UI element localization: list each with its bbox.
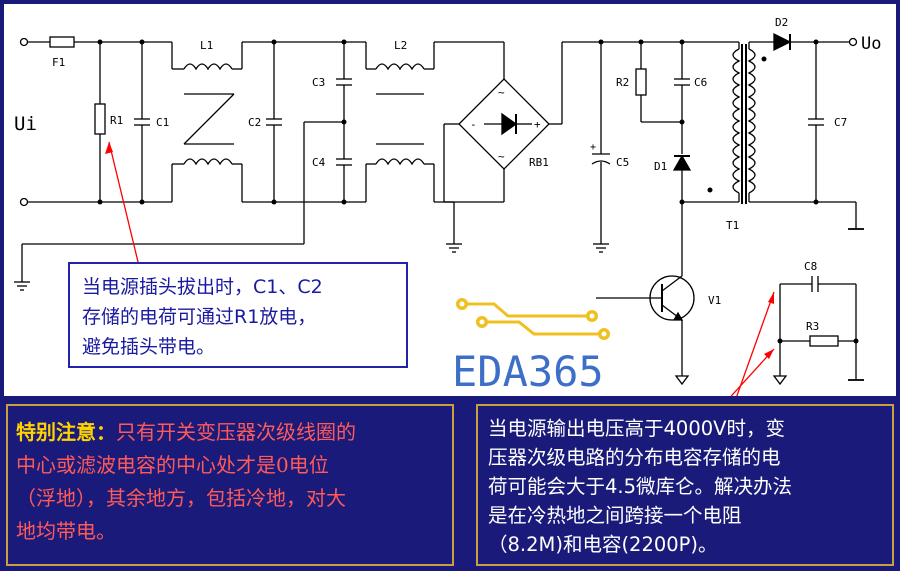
callout-line-3: 避免插头带电。	[82, 336, 216, 358]
label-rb-minus: -	[470, 118, 477, 131]
special-note-line-2: 中心或滤波电容的中心处才是0电位	[16, 453, 329, 477]
rb1-bridge	[458, 78, 550, 170]
hv-note-line-4: 是在冷热地之间跨接一个电阻	[488, 504, 742, 527]
label-r2: R2	[616, 76, 629, 89]
hv-note-line-3: 荷可能会大于4.5微库仑。解决办法	[488, 475, 793, 498]
label-c8: C8	[804, 260, 817, 273]
eda365-logo-text: EDA365	[452, 347, 604, 396]
label-v1: V1	[708, 294, 721, 307]
label-r1: R1	[110, 114, 123, 127]
label-ui: Ui	[14, 113, 37, 135]
label-c3: C3	[312, 76, 325, 89]
l2-top-coil	[375, 63, 425, 71]
label-c4: C4	[312, 156, 326, 169]
c8-pointer-arrow	[723, 348, 775, 405]
label-c7: C7	[834, 116, 847, 129]
ui-bottom-terminal	[19, 197, 29, 207]
t1-secondary-coil	[747, 48, 756, 194]
l1-bottom-coil	[183, 158, 233, 166]
label-rb-ac2: ~	[498, 150, 505, 163]
r1-pointer-arrow	[108, 141, 140, 267]
special-note-text-1: 只有开关变压器次级线圈的	[116, 420, 356, 444]
special-note-line-1: 特别注意：只有开关变压器次级线圈的	[16, 416, 444, 449]
label-f1: F1	[52, 56, 65, 69]
label-t1: T1	[726, 219, 739, 232]
f1-fuse	[49, 36, 75, 48]
r2-resistor	[635, 68, 647, 96]
label-c2: C2	[248, 116, 261, 129]
ui-top-terminal	[19, 37, 29, 47]
d1-diode	[672, 154, 692, 171]
r3-resistor	[809, 335, 839, 347]
label-c6: C6	[694, 76, 707, 89]
label-d1: D1	[654, 160, 667, 173]
special-note-lead: 特别注意：	[16, 420, 116, 444]
d2-diode	[773, 32, 792, 52]
label-rb1: RB1	[529, 156, 549, 169]
hv-note-line-5: （8.2M)和电容(2200P)。	[488, 533, 718, 556]
special-note-line-3: （浮地），其余地方，包括冷地，对大	[16, 486, 346, 510]
r3-pointer-arrow	[733, 291, 775, 405]
hv-note-line-1: 当电源输出电压高于4000V时，变	[488, 417, 785, 440]
t1-primary-coil	[732, 48, 741, 194]
label-r3: R3	[806, 320, 819, 333]
special-note-line-4: 地均带电。	[16, 519, 116, 543]
eda365-logo: EDA365	[452, 298, 610, 396]
label-c5-plus: +	[590, 142, 596, 153]
label-d2: D2	[775, 16, 788, 29]
r1-discharge-callout: 当电源插头拔出时，C1、C2 存储的电荷可通过R1放电， 避免插头带电。	[68, 262, 408, 368]
r1-resistor	[94, 103, 106, 135]
circuit-diagram: Ui Uo F1 R1 C1 L1 C2 C3 C4 L2 RB1 C5 R2 …	[14, 16, 881, 405]
label-l1: L1	[200, 39, 213, 52]
callout-line-1: 当电源插头拔出时，C1、C2	[82, 276, 323, 298]
uo-terminal	[848, 37, 858, 47]
label-rb-ac1: ~	[498, 86, 505, 99]
label-l2: L2	[394, 39, 407, 52]
label-c5: C5	[616, 156, 629, 169]
l2-bottom-coil	[375, 158, 425, 166]
high-voltage-note-panel: 当电源输出电压高于4000V时，变 压器次级电路的分布电容存储的电 荷可能会大于…	[476, 404, 894, 566]
callout-line-2: 存储的电荷可通过R1放电，	[82, 306, 317, 328]
hv-note-line-2: 压器次级电路的分布电容存储的电	[488, 446, 781, 469]
label-uo: Uo	[861, 34, 881, 54]
l1-top-coil	[183, 63, 233, 71]
label-c1: C1	[156, 116, 169, 129]
label-rb-plus: +	[534, 118, 541, 131]
special-note-panel: 特别注意：只有开关变压器次级线圈的 中心或滤波电容的中心处才是0电位 （浮地），…	[6, 404, 454, 566]
